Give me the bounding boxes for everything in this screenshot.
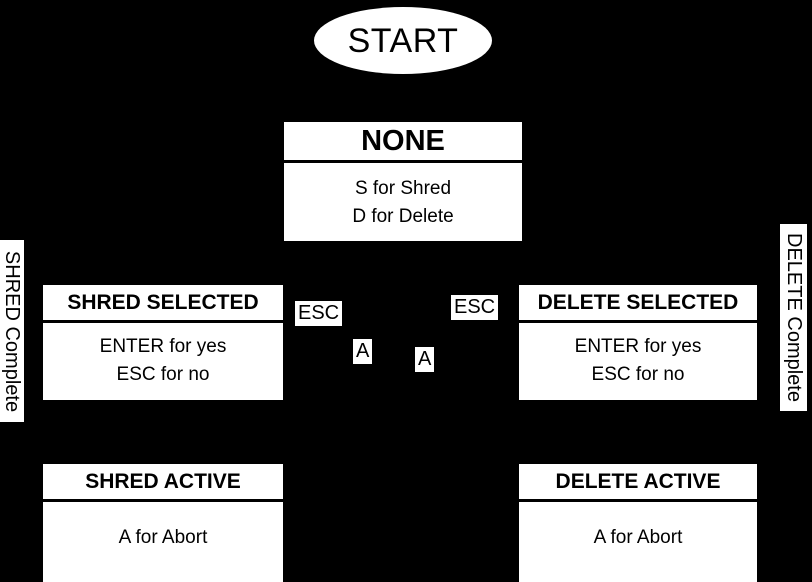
transition-label-shred-complete-text: SHRED Complete xyxy=(1,250,24,412)
state-node-start[interactable]: START xyxy=(314,7,492,74)
transition-label-delete-complete: DELETE Complete xyxy=(780,224,807,411)
state-shred-selected-body-line-2: ESC for no xyxy=(116,363,210,385)
state-shred-selected-body-line-1: ENTER for yes xyxy=(99,336,227,358)
state-none-body-line-2: D for Delete xyxy=(352,205,454,227)
state-node-delete-selected[interactable]: DELETE SELECTED ENTER for yes ESC for no xyxy=(519,285,757,400)
transition-label-esc-delete: ESC xyxy=(451,295,499,320)
state-node-shred-active[interactable]: SHRED ACTIVE A for Abort xyxy=(43,464,283,582)
transition-label-esc-shred: ESC xyxy=(295,301,343,326)
transition-label-shred-complete: SHRED Complete xyxy=(0,240,24,422)
state-node-none-body: S for Shred D for Delete xyxy=(284,163,522,241)
state-node-start-label: START xyxy=(347,21,459,60)
state-delete-selected-body-line-2: ESC for no xyxy=(591,363,685,385)
state-node-shred-selected-body: ENTER for yes ESC for no xyxy=(43,323,283,400)
state-node-delete-active-body: A for Abort xyxy=(519,502,757,582)
state-node-delete-active[interactable]: DELETE ACTIVE A for Abort xyxy=(519,464,757,582)
state-node-delete-selected-body: ENTER for yes ESC for no xyxy=(519,323,757,400)
state-node-delete-selected-title: DELETE SELECTED xyxy=(519,285,757,324)
state-shred-active-body-line-1: A for Abort xyxy=(118,527,208,549)
state-node-none-title: NONE xyxy=(284,122,522,164)
state-node-shred-selected-title: SHRED SELECTED xyxy=(43,285,283,324)
state-node-shred-selected[interactable]: SHRED SELECTED ENTER for yes ESC for no xyxy=(43,285,283,400)
state-node-delete-active-title: DELETE ACTIVE xyxy=(519,464,757,503)
state-node-shred-active-title: SHRED ACTIVE xyxy=(43,464,283,503)
state-delete-active-body-line-1: A for Abort xyxy=(593,527,683,549)
state-none-body-line-1: S for Shred xyxy=(354,178,452,200)
state-delete-selected-body-line-1: ENTER for yes xyxy=(574,336,702,358)
state-node-none[interactable]: NONE S for Shred D for Delete xyxy=(284,122,522,241)
transition-label-abort-delete: A xyxy=(415,347,435,372)
transition-label-abort-shred: A xyxy=(353,339,373,364)
state-node-shred-active-body: A for Abort xyxy=(43,502,283,582)
transition-label-delete-complete-text: DELETE Complete xyxy=(783,233,805,402)
